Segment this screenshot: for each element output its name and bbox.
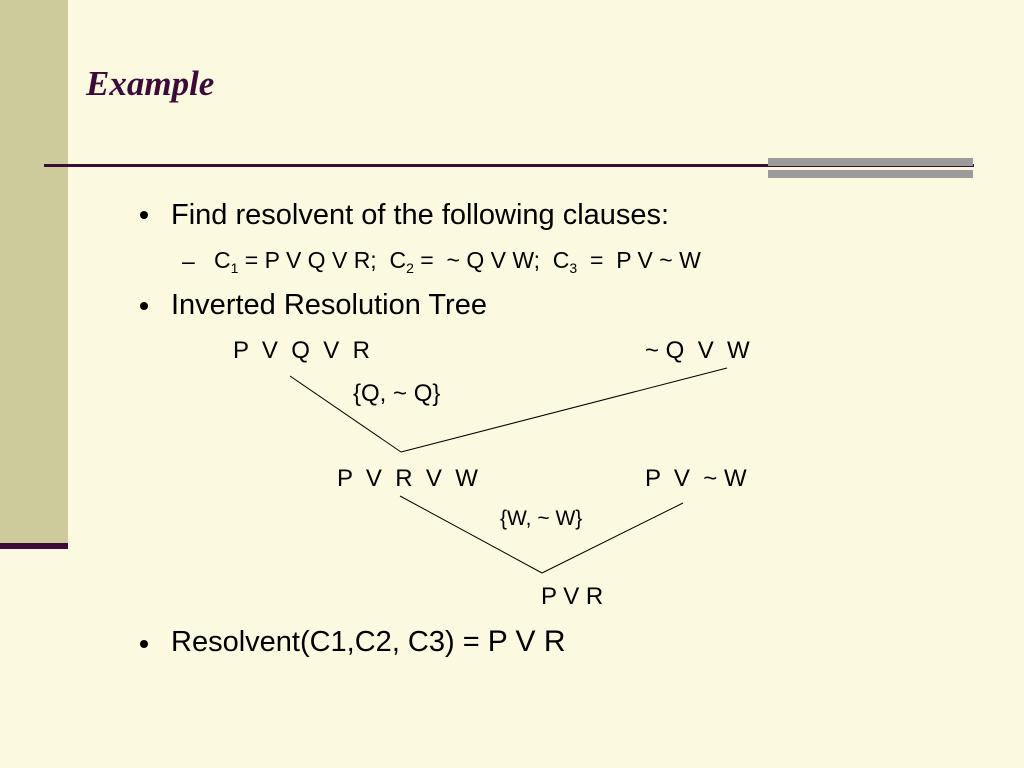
c2-index: 2: [406, 260, 414, 276]
c1-definition: = P V Q V R; C: [238, 247, 407, 273]
edge-c3-to-result: [541, 502, 684, 574]
bullet-dot: [140, 640, 148, 648]
sidebar-underline: [0, 543, 68, 549]
bullet-dot: [140, 302, 148, 310]
tree-substitution-2: {W, ~ W}: [500, 507, 583, 530]
edge-c2-to-mid: [400, 367, 728, 453]
c3-definition: = P V ~ W: [577, 247, 701, 273]
tree-node-intermediate: P V R V W: [337, 465, 478, 492]
tree-node-result: P V R: [541, 583, 604, 610]
tree-node-c2: ~ Q V W: [645, 337, 750, 364]
edge-mid-to-result: [399, 495, 543, 574]
slide-title: Example: [86, 64, 215, 103]
bullet-dot: [140, 211, 148, 219]
edge-c1-to-mid: [289, 375, 402, 453]
resolvent-value: P V R: [487, 625, 566, 658]
title-divider: [44, 164, 974, 167]
c1-index: 1: [230, 260, 239, 276]
resolvent-prefix: Resolvent(C1,C2, C3) =: [171, 626, 488, 658]
c2-definition: = ~ Q V W; C: [413, 247, 570, 273]
accent-bar-bottom: [768, 170, 973, 178]
tree-node-c3: P V ~ W: [645, 465, 747, 492]
bullet-resolvent-result: Resolvent(C1,C2, C3) = P V R: [171, 627, 566, 657]
bullet-inverted-tree: Inverted Resolution Tree: [171, 289, 487, 321]
c1-label: C: [214, 247, 231, 273]
c3-index: 3: [569, 260, 578, 276]
tree-substitution-1: {Q, ~ Q}: [353, 380, 441, 407]
tree-node-c1: P V Q V R: [233, 337, 370, 364]
clause-definitions: C1 = P V Q V R; C2 = ~ Q V W; C3 = P V ~…: [214, 247, 701, 276]
sub-bullet-dash: –: [182, 248, 195, 274]
slide-sidebar: [0, 0, 68, 548]
accent-bar-top: [768, 158, 973, 166]
bullet-find-resolvent: Find resolvent of the following clauses:: [171, 199, 670, 231]
